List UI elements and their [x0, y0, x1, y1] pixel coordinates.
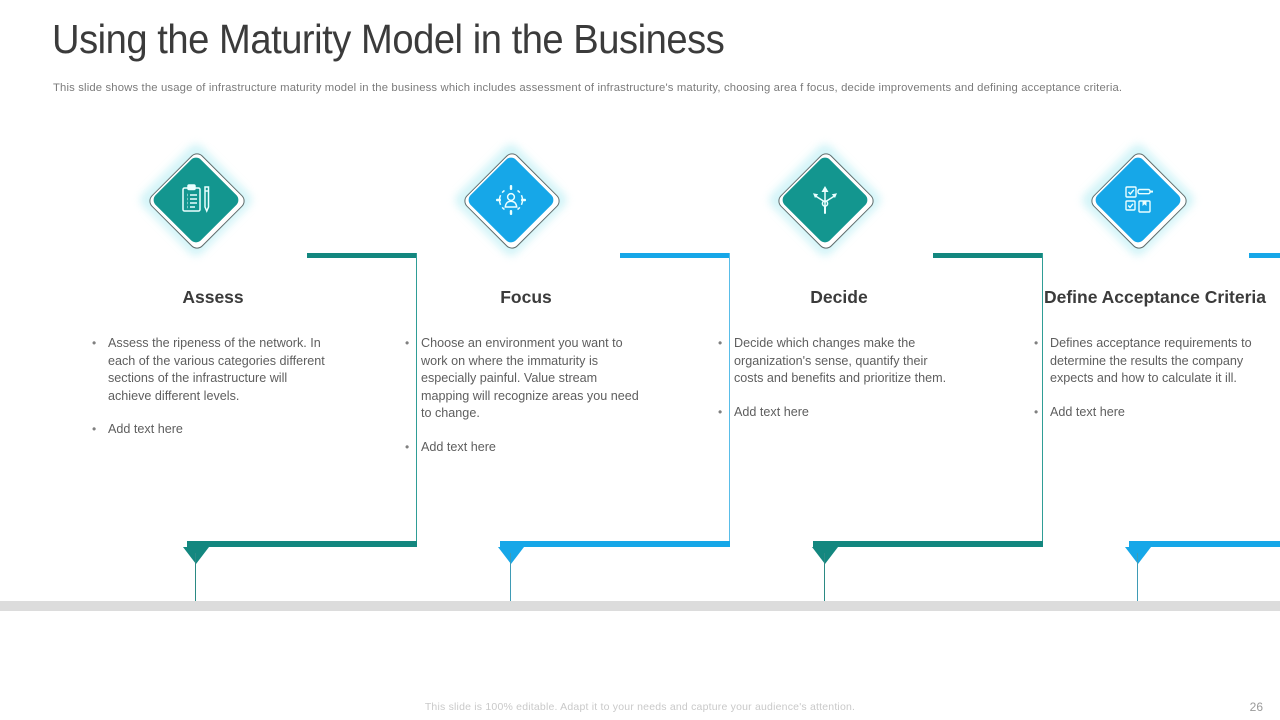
- bullet-dot-icon: •: [92, 422, 97, 436]
- bullet-text: Decide which changes make the organizati…: [734, 336, 947, 385]
- person-target-focus-icon: [463, 152, 559, 248]
- bullet-text: Assess the ripeness of the network. In e…: [108, 336, 325, 403]
- slide-subtitle: This slide shows the usage of infrastruc…: [53, 82, 1123, 94]
- step-badge-assess[interactable]: [136, 140, 255, 260]
- connector-stem: [194, 553, 197, 605]
- bullet-text: Choose an environment you want to work o…: [421, 336, 639, 420]
- step-heading: Decide: [810, 287, 868, 307]
- step-bullets: • Defines acceptance requirements to det…: [1034, 335, 1269, 437]
- bullet-text: Add text here: [421, 439, 496, 454]
- bullet-dot-icon: •: [1034, 336, 1039, 350]
- bullet-dot-icon: •: [405, 439, 410, 454]
- list-item: • Add text here: [1034, 404, 1269, 422]
- step-card-decide: Decide • Decide which changes make the o…: [718, 253, 1043, 547]
- card-right-rule: [728, 253, 730, 547]
- step-card-assess: Assess • Assess the ripeness of the netw…: [92, 253, 417, 547]
- card-bottom-bar: [500, 541, 730, 547]
- bullet-dot-icon: •: [718, 336, 723, 350]
- timeline-track: [0, 601, 1280, 611]
- list-item: • Add text here: [718, 404, 953, 422]
- step-bullets: • Decide which changes make the organiza…: [718, 335, 953, 437]
- list-item: • Decide which changes make the organiza…: [718, 335, 953, 388]
- bullet-dot-icon: •: [718, 404, 723, 419]
- bullet-text: Defines acceptance requirements to deter…: [1050, 336, 1252, 385]
- list-item: • Choose an environment you want to work…: [405, 335, 640, 423]
- bullet-text: Add text here: [1050, 404, 1125, 419]
- step-heading: Assess: [182, 287, 244, 307]
- step-card-focus: Focus • Choose an environment you want t…: [405, 253, 730, 547]
- card-top-bar: [620, 253, 730, 258]
- card-bottom-bar: [187, 541, 417, 547]
- list-item: • Assess the ripeness of the network. In…: [92, 335, 327, 405]
- step-bullets: • Assess the ripeness of the network. In…: [92, 335, 327, 455]
- page-number: 26: [1249, 700, 1263, 714]
- bullet-text: Add text here: [734, 404, 809, 419]
- step-badge-decide[interactable]: [765, 140, 884, 260]
- footer-note: This slide is 100% editable. Adapt it to…: [424, 701, 856, 713]
- list-item: • Add text here: [92, 421, 327, 439]
- directional-arrows-decision-icon: [777, 152, 873, 248]
- bullet-dot-icon: •: [1034, 404, 1039, 419]
- card-bottom-bar: [1129, 541, 1280, 547]
- card-bottom-bar: [813, 541, 1043, 547]
- document-checklist-pen-icon: [1090, 152, 1186, 248]
- step-column-decide[interactable]: Decide • Decide which changes make the o…: [667, 0, 1043, 620]
- step-column-assess[interactable]: Assess • Assess the ripeness of the netw…: [38, 0, 417, 620]
- connector-stem: [823, 553, 826, 605]
- card-right-rule: [415, 253, 417, 547]
- connector-stem: [1136, 553, 1139, 605]
- clipboard-checklist-pencil-icon: [148, 152, 244, 248]
- bullet-text: Add text here: [108, 422, 183, 436]
- step-card-define-acceptance-criteria: Define Acceptance Criteria • Defines acc…: [1034, 253, 1280, 547]
- card-top-bar: [307, 253, 417, 258]
- step-column-define-acceptance-criteria[interactable]: Define Acceptance Criteria • Defines acc…: [980, 0, 1280, 620]
- card-top-bar: [933, 253, 1043, 258]
- step-heading: Define Acceptance Criteria: [1043, 287, 1267, 307]
- list-item: • Defines acceptance requirements to det…: [1034, 335, 1269, 388]
- step-bullets: • Choose an environment you want to work…: [405, 335, 640, 472]
- connector-stem: [509, 553, 512, 605]
- step-column-focus[interactable]: Focus • Choose an environment you want t…: [353, 0, 730, 620]
- step-badge-define-acceptance-criteria[interactable]: [1078, 140, 1197, 260]
- card-right-rule: [1041, 253, 1043, 547]
- step-heading: Focus: [500, 287, 552, 307]
- card-top-bar: [1249, 253, 1280, 258]
- bullet-dot-icon: •: [405, 336, 410, 350]
- page-title: Using the Maturity Model in the Business: [52, 16, 725, 62]
- step-badge-focus[interactable]: [451, 140, 570, 260]
- bullet-dot-icon: •: [92, 336, 97, 350]
- list-item: • Add text here: [405, 439, 640, 457]
